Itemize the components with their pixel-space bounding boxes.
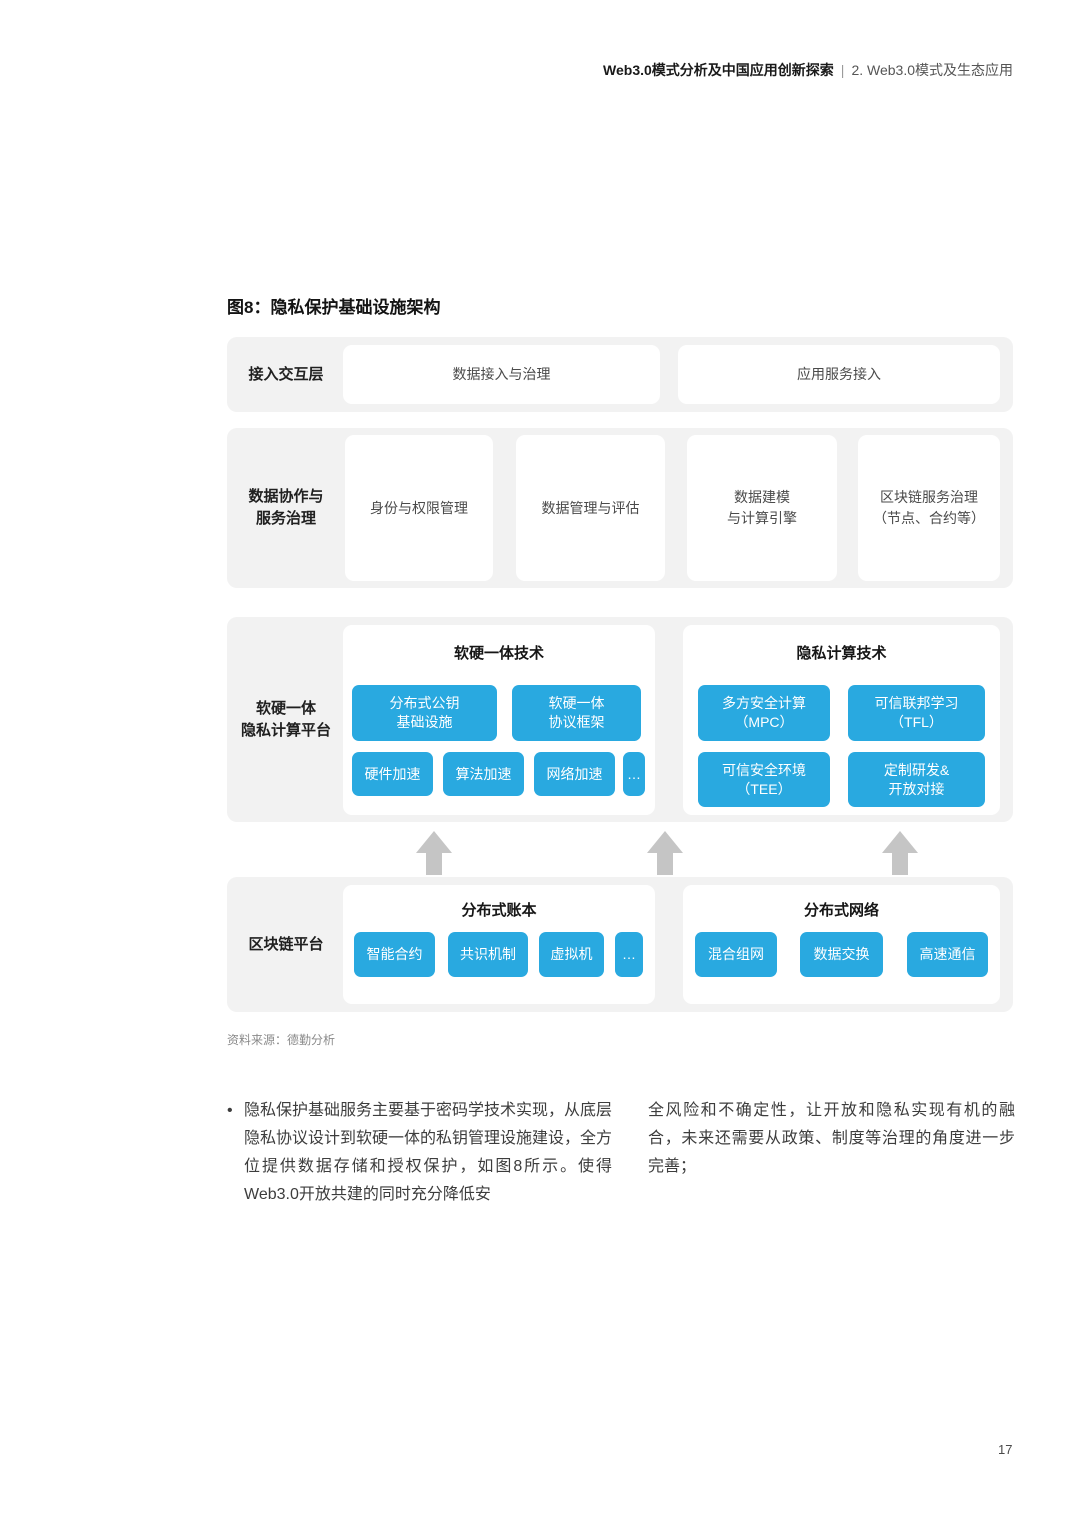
box-distributed-pki: 分布式公钥 基础设施 — [352, 685, 497, 741]
group-title: 软硬一体技术 — [453, 645, 544, 662]
box-consensus: 共识机制 — [448, 932, 528, 977]
box-hardware-acceleration: 硬件加速 — [352, 752, 433, 796]
box-blockchain-governance: 区块链服务治理 （节点、合约等） — [858, 435, 1000, 581]
page-number: 17 — [998, 1442, 1013, 1457]
box-smart-contract: 智能合约 — [354, 932, 435, 977]
report-title: Web3.0模式分析及中国应用创新探索 — [603, 62, 834, 78]
layer-label: 软硬一体 隐私计算平台 — [240, 699, 331, 739]
group-distributed-ledger: 分布式账本 智能合约 共识机制 虚拟机 … — [343, 885, 655, 1004]
box-tee: 可信安全环境 （TEE） — [698, 752, 830, 807]
chapter-title: 2. Web3.0模式及生态应用 — [851, 62, 1013, 78]
source-note: 资料来源：德勤分析 — [227, 1033, 336, 1047]
paragraph-text: 隐私保护基础服务主要基于密码学技术实现，从底层隐私协议设计到软硬一体的私钥管理设… — [244, 1102, 613, 1203]
group-distributed-network: 分布式网络 混合组网 数据交换 高速通信 — [683, 885, 1000, 1004]
layer-privacy-computing-platform: 软硬一体 隐私计算平台 软硬一体技术 分布式公钥 基础设施 软硬一体 协议框架 … — [227, 617, 1013, 1006]
layer-label: 数据协作与 服务治理 — [248, 488, 324, 527]
box-data-modeling: 数据建模 与计算引擎 — [687, 435, 837, 581]
page-header: Web3.0模式分析及中国应用创新探索 | 2. Web3.0模式及生态应用 — [603, 60, 1013, 80]
layer-data-collaboration: 数据协作与 服务治理 身份与权限管理 数据管理与评估 数据建模 与计算引擎 区块… — [227, 428, 1013, 588]
up-arrow-icon — [416, 831, 452, 875]
layer-access-interaction: 接入交互层 数据接入与治理 应用服务接入 — [227, 337, 1013, 412]
header-separator: | — [840, 62, 845, 78]
layer-label: 区块链平台 — [248, 935, 324, 953]
box-highspeed-comm: 高速通信 — [907, 932, 988, 977]
group-title: 分布式账本 — [461, 902, 537, 919]
box-custom-rd: 定制研发& 开放对接 — [848, 752, 985, 807]
box-algorithm-acceleration: 算法加速 — [443, 752, 524, 796]
body-paragraph-left: • 隐私保护基础服务主要基于密码学技术实现，从底层隐私协议设计到软硬一体的私钥管… — [227, 1097, 612, 1209]
layer-blockchain-platform: 区块链平台 分布式账本 智能合约 共识机制 虚拟机 … 分布式网络 混合组网 数… — [227, 877, 1013, 1012]
body-paragraph-right: 全风险和不确定性，让开放和隐私实现有机的融合，未来还需要从政策、制度等治理的角度… — [648, 1102, 1015, 1175]
architecture-diagram: 接入交互层 数据接入与治理 应用服务接入 数据协作与 服务治理 身份与权限管理 … — [227, 337, 1013, 1012]
box-data-management: 数据管理与评估 — [516, 435, 665, 581]
box-protocol-framework: 软硬一体 协议框架 — [512, 685, 641, 741]
group-title: 隐私计算技术 — [796, 645, 887, 662]
box-data-access-governance: 数据接入与治理 — [343, 345, 660, 404]
box-ellipsis: … — [623, 752, 645, 796]
group-hw-sw-tech: 软硬一体技术 分布式公钥 基础设施 软硬一体 协议框架 硬件加速 算法加速 网络… — [343, 625, 655, 815]
up-arrow-icon — [647, 831, 683, 875]
box-network-acceleration: 网络加速 — [534, 752, 615, 796]
bullet-marker: • — [227, 1102, 233, 1119]
box-virtual-machine: 虚拟机 — [539, 932, 604, 977]
box-mpc: 多方安全计算 （MPC） — [698, 685, 830, 741]
figure-title: 图8：隐私保护基础设施架构 — [227, 298, 441, 317]
box-tfl: 可信联邦学习 （TFL） — [848, 685, 985, 741]
group-title: 分布式网络 — [803, 902, 879, 919]
box-data-exchange: 数据交换 — [800, 932, 883, 977]
up-arrow-icon — [882, 831, 918, 875]
box-hybrid-networking: 混合组网 — [695, 932, 777, 977]
box-app-service-access: 应用服务接入 — [678, 345, 1000, 404]
box-ellipsis: … — [615, 932, 643, 977]
layer-label: 接入交互层 — [248, 365, 324, 383]
box-identity-permission: 身份与权限管理 — [345, 435, 493, 581]
group-privacy-computing-tech: 隐私计算技术 多方安全计算 （MPC） 可信联邦学习 （TFL） 可信安全环境 … — [683, 625, 1000, 815]
